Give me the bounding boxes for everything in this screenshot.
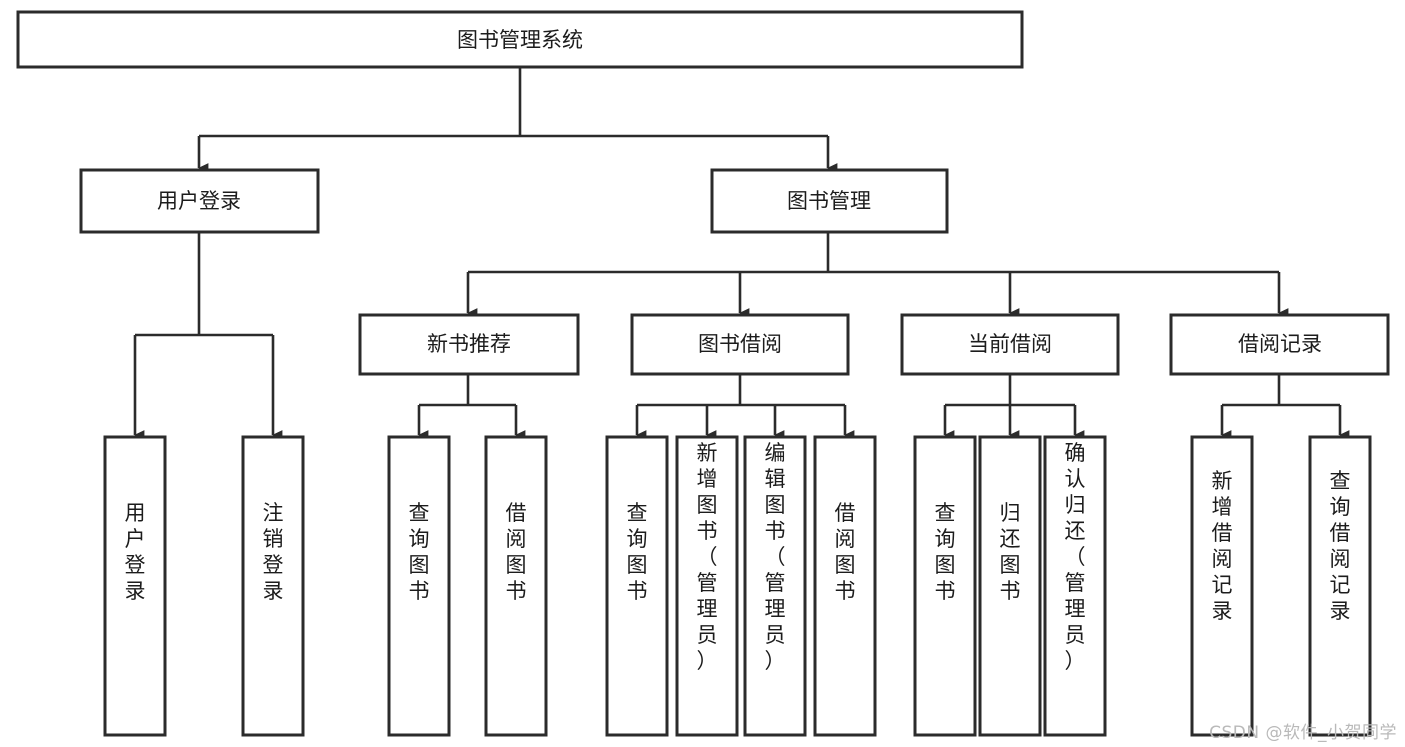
node-book-management-label: 图书管理: [787, 189, 871, 213]
connector-group-new-book-recommend: [417, 374, 526, 440]
node-leaf-borrow-book-2-box[interactable]: [813, 435, 877, 737]
node-borrow-record-label: 借阅记录: [1238, 332, 1322, 356]
connector-group-book-borrow: [635, 374, 855, 440]
node-leaf-query-book-2-box[interactable]: [605, 435, 669, 737]
node-leaf-logout-login-box[interactable]: [241, 435, 305, 737]
node-current-borrow-box[interactable]: [900, 313, 1120, 376]
node-leaf-logout-login[interactable]: 注销登录: [241, 435, 305, 737]
node-book-management[interactable]: 图书管理: [710, 168, 949, 234]
connector-group-current-borrow: [943, 374, 1085, 440]
node-book-borrow-box[interactable]: [630, 313, 850, 376]
connector-group-user-login: [133, 232, 283, 440]
node-leaf-user-login-box[interactable]: [103, 435, 167, 737]
node-leaf-query-record[interactable]: 查询借阅记录: [1308, 435, 1372, 737]
node-leaf-add-record[interactable]: 新增借阅记录: [1190, 435, 1254, 737]
node-leaf-query-book-3-box[interactable]: [913, 435, 977, 737]
node-leaf-query-book-1[interactable]: 查询图书: [387, 435, 451, 737]
node-borrow-record-box[interactable]: [1169, 313, 1390, 376]
node-new-book-recommend[interactable]: 新书推荐: [358, 313, 580, 376]
node-new-book-recommend-label: 新书推荐: [427, 332, 511, 356]
node-leaf-borrow-book-1-label: 借阅图书: [506, 501, 527, 603]
node-leaf-return-book-box[interactable]: [978, 435, 1042, 737]
node-leaf-query-book-1-box[interactable]: [387, 435, 451, 737]
node-book-management-box[interactable]: [710, 168, 949, 234]
node-book-borrow[interactable]: 图书借阅: [630, 313, 850, 376]
node-leaf-borrow-book-1-box[interactable]: [484, 435, 548, 737]
node-leaf-query-book-3[interactable]: 查询图书: [913, 435, 977, 737]
node-leaf-add-record-box[interactable]: [1190, 435, 1254, 737]
connector-group-root: [197, 67, 838, 173]
node-leaf-borrow-book-2-label: 借阅图书: [835, 501, 856, 603]
connector-group-book-management: [466, 232, 1289, 318]
node-leaf-query-book-1-label: 查询图书: [409, 501, 430, 603]
node-leaf-confirm-return[interactable]: 确认归还（管理员）: [1043, 435, 1107, 737]
node-leaf-logout-login-label: 注销登录: [263, 501, 284, 603]
node-leaf-borrow-book-1[interactable]: 借阅图书: [484, 435, 548, 737]
node-leaf-add-book-label: 新增图书（管理员）: [697, 441, 718, 673]
node-current-borrow[interactable]: 当前借阅: [900, 313, 1120, 376]
node-leaf-return-book-label: 归还图书: [1000, 501, 1021, 603]
node-leaf-add-book-box[interactable]: [675, 435, 739, 737]
connector-group-borrow-record: [1220, 374, 1350, 440]
node-leaf-query-book-3-label: 查询图书: [935, 501, 956, 603]
node-leaf-edit-book-box[interactable]: [743, 435, 807, 737]
node-leaf-query-record-label: 查询借阅记录: [1330, 469, 1351, 623]
node-leaf-query-book-2-label: 查询图书: [627, 501, 648, 603]
node-root[interactable]: 图书管理系统: [16, 10, 1024, 69]
node-root-box[interactable]: [16, 10, 1024, 69]
node-leaf-query-book-2[interactable]: 查询图书: [605, 435, 669, 737]
node-root-label: 图书管理系统: [457, 28, 583, 52]
node-leaf-edit-book-label: 编辑图书（管理员）: [765, 441, 786, 673]
node-borrow-record[interactable]: 借阅记录: [1169, 313, 1390, 376]
node-leaf-return-book[interactable]: 归还图书: [978, 435, 1042, 737]
node-new-book-recommend-box[interactable]: [358, 313, 580, 376]
node-leaf-user-login[interactable]: 用户登录: [103, 435, 167, 737]
node-leaf-edit-book[interactable]: 编辑图书（管理员）: [743, 435, 807, 737]
node-leaf-confirm-return-label: 确认归还（管理员）: [1065, 441, 1086, 673]
node-leaf-add-record-label: 新增借阅记录: [1212, 469, 1233, 623]
node-user-login-box[interactable]: [79, 168, 320, 234]
node-user-login[interactable]: 用户登录: [79, 168, 320, 234]
node-leaf-confirm-return-box[interactable]: [1043, 435, 1107, 737]
node-leaf-add-book[interactable]: 新增图书（管理员）: [675, 435, 739, 737]
node-leaf-query-record-box[interactable]: [1308, 435, 1372, 737]
node-book-borrow-label: 图书借阅: [698, 332, 782, 356]
node-current-borrow-label: 当前借阅: [968, 332, 1052, 356]
node-user-login-label: 用户登录: [157, 189, 241, 213]
node-leaf-user-login-label: 用户登录: [125, 501, 146, 603]
node-leaf-borrow-book-2[interactable]: 借阅图书: [813, 435, 877, 737]
